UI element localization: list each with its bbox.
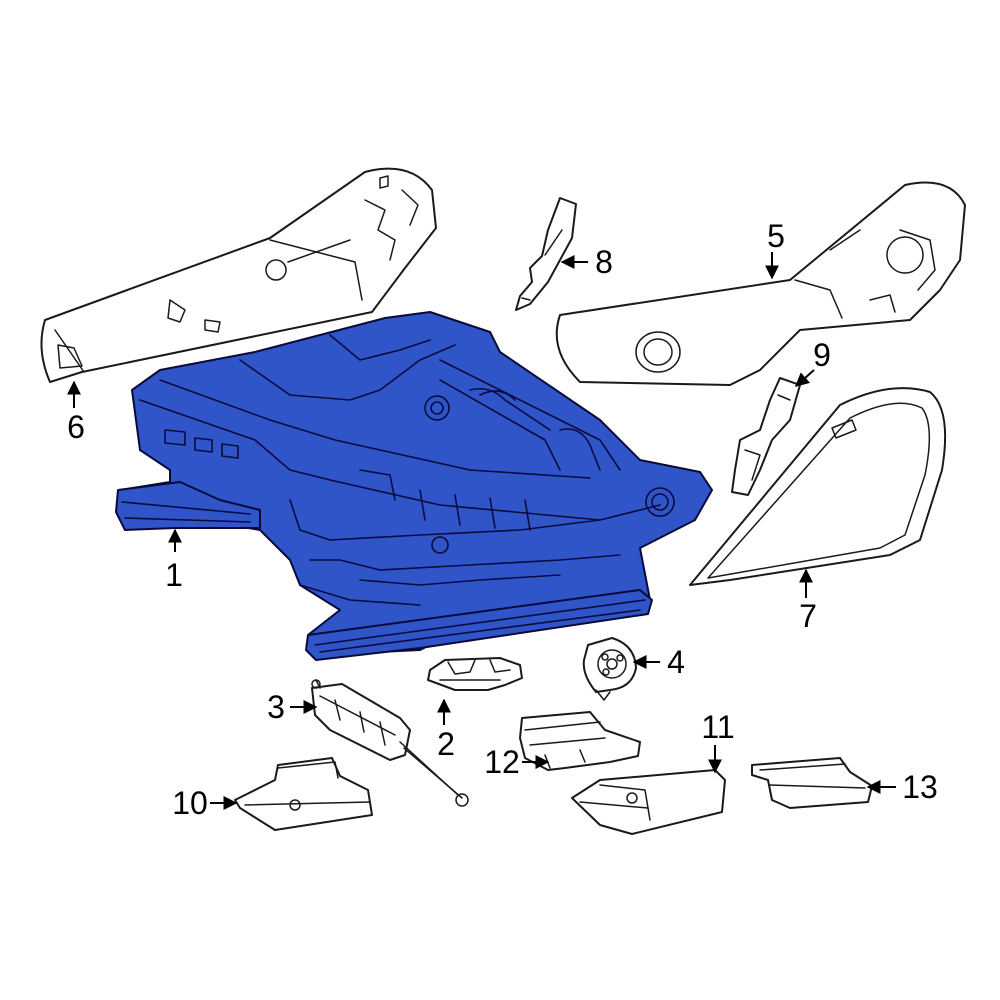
part-1-seat-frame[interactable] [115, 311, 713, 661]
part-2-latch[interactable] [427, 657, 523, 691]
part-4-motor-gear[interactable] [582, 637, 637, 701]
leader-9 [794, 369, 815, 387]
part-7-back-panel[interactable] [689, 387, 947, 586]
part-8-trim-strip[interactable] [515, 197, 577, 311]
part-6-side-shield-left[interactable] [40, 167, 437, 383]
callout-labels: 1 2 3 4 5 6 7 8 9 10 11 12 13 [67, 218, 938, 821]
part-3-actuator[interactable] [311, 679, 469, 807]
callout-7: 7 [799, 598, 817, 634]
part-13-trim-cover[interactable] [751, 757, 873, 809]
callout-13: 13 [902, 769, 938, 805]
seat-rail-left [115, 481, 261, 531]
callout-11: 11 [701, 709, 734, 745]
part-11-trim-cover[interactable] [571, 769, 726, 835]
callout-10: 10 [172, 785, 208, 821]
callout-4: 4 [667, 644, 685, 680]
part-10-trim-cover[interactable] [234, 757, 373, 831]
callout-6: 6 [67, 409, 85, 445]
callout-9: 9 [813, 337, 831, 373]
part-9-bracket[interactable] [731, 377, 801, 496]
part-12-module[interactable] [519, 711, 641, 771]
callout-12: 12 [484, 744, 520, 780]
leader-lines [67, 252, 896, 810]
part-5-side-shield-right[interactable] [555, 181, 966, 386]
callout-8: 8 [595, 244, 613, 280]
callout-2: 2 [437, 726, 455, 762]
callout-5: 5 [767, 218, 785, 254]
callout-3: 3 [267, 689, 285, 725]
callout-1: 1 [165, 557, 183, 593]
